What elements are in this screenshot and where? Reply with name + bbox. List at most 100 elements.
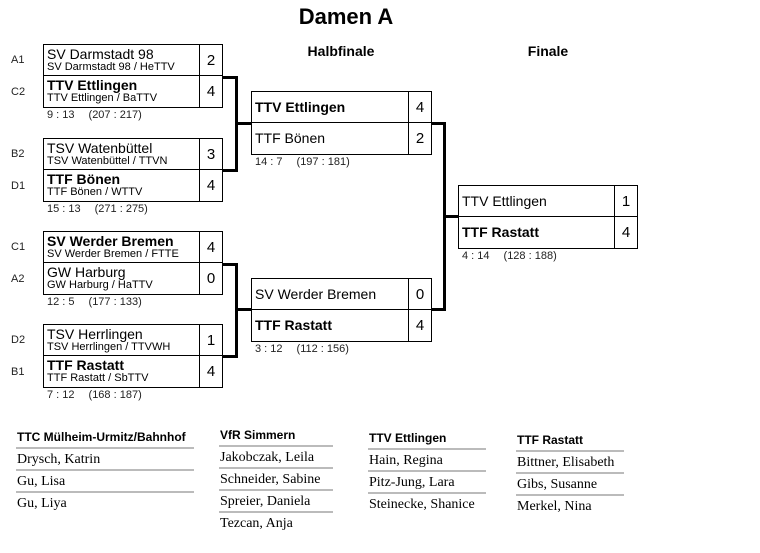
team-name: TTF Rastatt bbox=[47, 357, 124, 373]
roster-team-name: TTV Ettlingen bbox=[368, 431, 486, 450]
team-score: 4 bbox=[199, 356, 222, 387]
team-row[interactable]: TTF Bönen 2 bbox=[252, 123, 431, 154]
roster-player: Pitz-Jung, Lara bbox=[368, 472, 486, 494]
roster-team-name: VfR Simmern bbox=[219, 428, 333, 447]
team-score: 4 bbox=[614, 217, 637, 248]
team-name: TTF Rastatt bbox=[255, 317, 332, 333]
roster-player: Gu, Lisa bbox=[16, 471, 194, 493]
team-association: TTV Ettlingen / BaTTV bbox=[47, 92, 158, 104]
points-ratio: (112 : 156) bbox=[296, 343, 349, 355]
match-stats: 9 : 13 (207 : 217) bbox=[47, 109, 142, 121]
seed-label: D2 bbox=[11, 334, 26, 346]
team-name: TTV Ettlingen bbox=[462, 193, 547, 209]
connector-line bbox=[222, 169, 237, 172]
team-name: SV Werder Bremen bbox=[255, 286, 377, 302]
team-name: TTF Bönen bbox=[47, 171, 121, 187]
seed-label: C1 bbox=[11, 241, 26, 253]
page-title: Damen A bbox=[298, 4, 394, 29]
team-name: SV Werder Bremen bbox=[47, 233, 174, 249]
team-association: SV Werder Bremen / FTTE bbox=[47, 248, 179, 260]
sets-ratio: 4 : 14 bbox=[462, 250, 490, 262]
team-score: 4 bbox=[408, 92, 431, 122]
connector-line bbox=[222, 263, 237, 266]
points-ratio: (207 : 217) bbox=[88, 109, 142, 121]
match-stats: 7 : 12(168 : 187) bbox=[47, 389, 142, 401]
connector-line bbox=[222, 355, 237, 358]
team-score: 2 bbox=[199, 45, 222, 75]
sets-ratio: 7 : 12 bbox=[47, 389, 75, 401]
roster-player: Tezcan, Anja bbox=[220, 516, 293, 531]
match-stats: 3 : 12 (112 : 156) bbox=[255, 343, 349, 355]
team-name: TTV Ettlingen bbox=[47, 77, 138, 93]
team-association: TTF Bönen / WTTV bbox=[47, 186, 143, 198]
team-row[interactable]: TTV Ettlingen 1 bbox=[459, 186, 637, 217]
team-name: TTF Rastatt bbox=[462, 224, 539, 240]
team-score: 1 bbox=[199, 325, 222, 355]
match-stats: 12 : 5(177 : 133) bbox=[47, 296, 142, 308]
seed-label: B2 bbox=[11, 148, 25, 160]
seed-label: A2 bbox=[11, 273, 25, 285]
points-ratio: (271 : 275) bbox=[94, 203, 148, 215]
team-score: 4 bbox=[199, 170, 222, 201]
team-association: SV Darmstadt 98 / HeTTV bbox=[47, 61, 175, 73]
team-score: 3 bbox=[199, 139, 222, 169]
roster-player: Steinecke, Shanice bbox=[369, 497, 475, 512]
team-name: TSV Herrlingen bbox=[47, 326, 143, 342]
points-ratio: (128 : 188) bbox=[503, 250, 557, 262]
team-name: TSV Watenbüttel bbox=[47, 140, 153, 156]
round-heading-final: Finale bbox=[527, 43, 569, 59]
roster-player: Merkel, Nina bbox=[517, 499, 592, 514]
match-stats: 4 : 14 (128 : 188) bbox=[462, 250, 557, 262]
team-name: GW Harburg bbox=[47, 264, 126, 280]
roster-team-name: TTC Mülheim-Urmitz/Bahnhof bbox=[16, 430, 194, 449]
roster-player: Schneider, Sabine bbox=[219, 469, 333, 491]
match-stats: 14 : 7(197 : 181) bbox=[255, 156, 350, 168]
roster-player: Gibs, Susanne bbox=[516, 474, 624, 496]
sets-ratio: 9 : 13 bbox=[47, 109, 75, 121]
team-association: TTF Rastatt / SbTTV bbox=[47, 372, 149, 384]
connector-line bbox=[235, 308, 251, 311]
team-row[interactable]: TTF Rastatt 4 bbox=[459, 217, 637, 248]
seed-label: D1 bbox=[11, 180, 26, 192]
sets-ratio: 15 : 13 bbox=[47, 203, 81, 215]
sets-ratio: 3 : 12 bbox=[255, 343, 283, 355]
team-row[interactable]: TTV Ettlingen 4 bbox=[252, 92, 431, 123]
team-association: TSV Watenbüttel / TTVN bbox=[47, 155, 168, 167]
points-ratio: (177 : 133) bbox=[88, 296, 142, 308]
round-heading-semifinal: Halbfinale bbox=[307, 43, 375, 59]
seed-label: B1 bbox=[11, 366, 25, 378]
points-ratio: (197 : 181) bbox=[296, 156, 350, 168]
roster-team-name: TTF Rastatt bbox=[516, 433, 624, 452]
team-name: TTV Ettlingen bbox=[255, 99, 346, 115]
roster-player: Hain, Regina bbox=[368, 450, 486, 472]
team-score: 2 bbox=[408, 123, 431, 154]
team-name: TTF Bönen bbox=[255, 130, 326, 146]
team-score: 1 bbox=[614, 186, 637, 216]
